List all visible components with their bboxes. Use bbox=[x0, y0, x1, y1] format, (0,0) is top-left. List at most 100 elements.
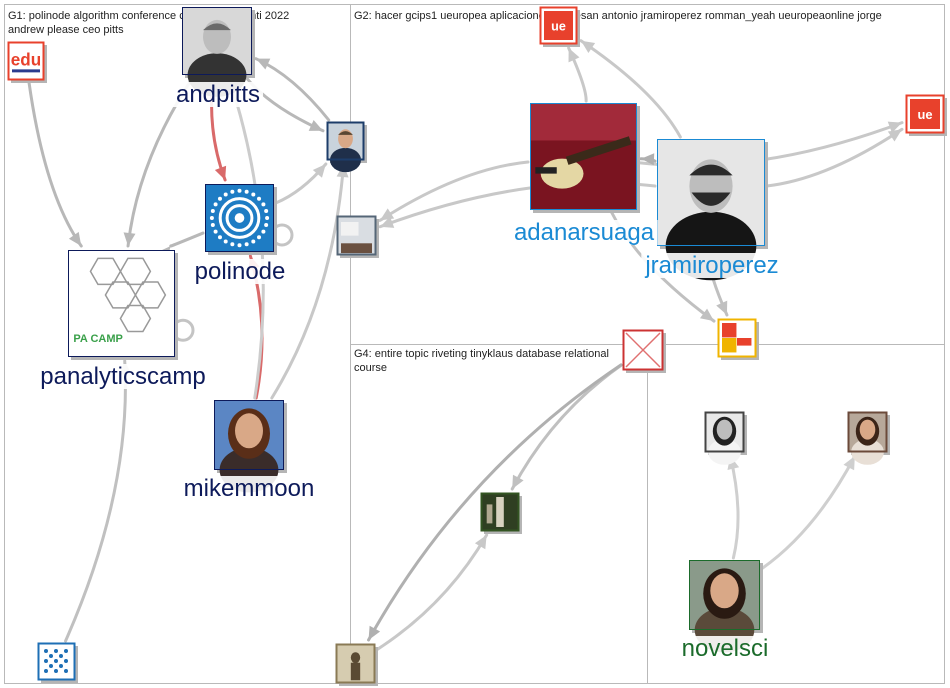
node-mikemmoon[interactable] bbox=[214, 400, 287, 493]
node-frame bbox=[214, 400, 284, 470]
ue-logo-icon: ue bbox=[906, 95, 944, 133]
svg-text:ue: ue bbox=[551, 19, 566, 33]
edge-line bbox=[378, 160, 530, 222]
node-label-andpitts: andpitts bbox=[176, 81, 260, 108]
edu-logo-icon: edu bbox=[8, 42, 44, 80]
edge-arrowhead bbox=[716, 300, 728, 315]
person-woman-3-icon bbox=[848, 412, 887, 465]
edge-arrowhead bbox=[568, 48, 580, 63]
statue-photo-icon bbox=[336, 644, 375, 683]
svg-text:PA CAMP: PA CAMP bbox=[73, 333, 123, 345]
edge-adanarsuaga-to-conf bbox=[378, 160, 530, 222]
edge-jramiroperez-to-ue_top bbox=[579, 39, 682, 139]
polinode-logo-icon bbox=[205, 184, 274, 252]
group-box-g2 bbox=[350, 4, 945, 345]
edge-arrowhead bbox=[512, 474, 524, 489]
edge-arrowhead bbox=[380, 208, 395, 221]
node-novelsci[interactable] bbox=[689, 560, 763, 653]
edge-polinode-to-suit bbox=[274, 162, 328, 205]
node-label-background bbox=[180, 476, 318, 501]
node-frame bbox=[657, 139, 765, 246]
edge-suit-to-andpitts bbox=[254, 57, 331, 122]
node-frame bbox=[539, 6, 578, 45]
edge-jramiroperez-to-adanarsuaga bbox=[639, 153, 657, 166]
edge-line bbox=[760, 454, 857, 571]
edge-line bbox=[367, 363, 623, 642]
node-tree[interactable] bbox=[480, 492, 522, 534]
svg-text:ue: ue bbox=[917, 107, 932, 122]
node-adanarsuaga[interactable] bbox=[530, 103, 640, 213]
node-frame bbox=[335, 643, 376, 684]
edge-arrowhead bbox=[474, 535, 487, 550]
edge-arrowhead bbox=[214, 165, 227, 180]
node-frame bbox=[205, 184, 274, 252]
edge-arrowhead bbox=[641, 153, 655, 166]
node-frame bbox=[689, 560, 760, 630]
node-frame bbox=[622, 329, 664, 371]
edge-line bbox=[375, 533, 489, 652]
edge-arrowhead bbox=[699, 308, 714, 322]
svg-text:edu: edu bbox=[11, 51, 41, 70]
edge-arrowhead bbox=[123, 232, 136, 246]
group-title-g2: G2: hacer gcips1 ueuropea aplicaciones i… bbox=[354, 10, 882, 22]
edge-arrowhead bbox=[843, 456, 855, 471]
edge-arrowhead bbox=[256, 58, 271, 70]
edge-adanarsuaga-to-ue_top bbox=[567, 46, 588, 103]
edge-broken-to-sculpt bbox=[367, 363, 623, 642]
edge-jramiroperez-to-ue_right bbox=[765, 127, 904, 188]
gcips-logo-icon bbox=[718, 319, 756, 357]
edge-novelsci-to-g3b bbox=[760, 454, 857, 571]
node-andpitts[interactable] bbox=[182, 7, 255, 97]
node-label-panalyticscamp: panalyticscamp bbox=[40, 363, 205, 390]
node-frame bbox=[530, 103, 637, 210]
node-label-polinode: polinode bbox=[195, 258, 286, 285]
edge-sculpt-to-tree bbox=[375, 533, 489, 652]
node-ue_right[interactable]: ue bbox=[905, 94, 947, 136]
node-bluelogo[interactable] bbox=[37, 642, 78, 683]
edge-line bbox=[64, 359, 127, 643]
node-frame bbox=[182, 7, 252, 75]
node-label-background bbox=[678, 636, 772, 661]
edge-arrowhead bbox=[887, 129, 902, 142]
node-frame bbox=[68, 250, 175, 357]
edge-arrowhead bbox=[368, 625, 381, 640]
node-edu[interactable]: edu bbox=[7, 41, 47, 83]
node-g3a[interactable] bbox=[704, 411, 747, 465]
edge-arrowhead bbox=[68, 231, 82, 246]
person-suit-icon bbox=[327, 122, 364, 173]
edge-bluelogo-to-panalyticscamp bbox=[64, 359, 132, 643]
edge-line bbox=[510, 363, 623, 491]
group-title-g4: G4: entire topic riveting tinyklaus data… bbox=[354, 348, 609, 360]
edge-line bbox=[579, 39, 682, 139]
node-label-novelsci: novelsci bbox=[682, 635, 769, 662]
edge-line bbox=[169, 231, 205, 248]
node-g3b[interactable] bbox=[847, 411, 890, 465]
node-ue_top[interactable]: ue bbox=[539, 6, 580, 47]
edge-line bbox=[270, 162, 346, 400]
node-suit[interactable] bbox=[326, 121, 367, 173]
edge-line bbox=[728, 454, 740, 560]
edge-arrowhead bbox=[887, 121, 902, 133]
edge-line bbox=[27, 80, 83, 248]
node-frame bbox=[37, 642, 76, 681]
edge-arrowhead bbox=[312, 164, 326, 178]
missing-image-icon bbox=[623, 330, 663, 370]
node-label-jramiroperez: jramiroperez bbox=[644, 252, 778, 279]
person-woman-2-icon bbox=[705, 412, 744, 465]
node-label-background bbox=[172, 82, 264, 107]
node-sculpt[interactable] bbox=[335, 643, 378, 686]
node-frame bbox=[704, 411, 745, 453]
edge-edu-to-panalyticscamp bbox=[27, 80, 83, 248]
node-polinode[interactable] bbox=[205, 184, 277, 255]
edge-line bbox=[254, 57, 331, 122]
node-frame bbox=[717, 318, 757, 358]
node-conf[interactable] bbox=[336, 215, 379, 258]
node-broken[interactable] bbox=[622, 329, 666, 373]
node-gcips[interactable] bbox=[717, 318, 759, 360]
node-panalyticscamp[interactable]: PA CAMP bbox=[68, 250, 178, 360]
node-label-background bbox=[641, 253, 782, 278]
node-label-background bbox=[191, 259, 289, 284]
group-title-g4-line2: course bbox=[354, 362, 387, 374]
node-frame bbox=[336, 215, 377, 256]
